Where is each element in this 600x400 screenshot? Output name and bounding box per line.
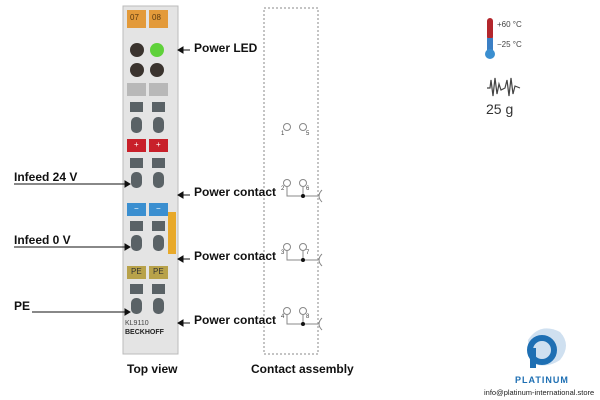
logo-name: PLATINUM [515,375,569,385]
temp-min: −25 °C [497,40,522,49]
platinum-logo [527,328,566,368]
vibration-value: 25 g [486,101,514,117]
contact-assembly-diagram [263,7,323,355]
brand-label: BECKHOFF [125,329,164,336]
pe-terminal-label: PE [153,267,164,276]
infeed-0v-label: Infeed 0 V [14,233,71,247]
plus-label: + [134,140,139,149]
terminal-number: 5 [306,131,310,137]
terminal-number: 4 [281,314,285,320]
model-label: KL9110 [125,320,149,327]
logo-email: info@platinum-international.store [484,388,595,397]
power-contact-circuit-3 [283,307,323,331]
vibration-icon [487,77,521,97]
pe-terminal-label: PE [131,267,142,276]
top-view-caption: Top view [127,362,178,376]
arrows [14,46,190,327]
plus-label: + [156,140,161,149]
power-led-indicator [150,43,164,57]
terminal-number: 6 [306,186,310,192]
pe-label: PE [14,299,31,313]
channel-label: 08 [152,13,161,22]
terminal-number: 1 [281,131,285,137]
contact-assembly-caption: Contact assembly [251,362,354,376]
minus-label: − [156,204,161,213]
terminal-number: 3 [281,250,285,256]
thermometer-icon [485,18,495,59]
power-contact-circuit-1 [283,179,323,203]
minus-label: − [134,204,139,213]
power-contact-circuit-2 [283,243,323,267]
power-contact-label: Power contact [194,313,277,327]
power-contact-label: Power contact [194,249,277,263]
terminal-number: 7 [306,250,310,256]
power-contact-label: Power contact [194,185,277,199]
terminal-module [122,5,179,355]
infeed-24v-label: Infeed 24 V [14,170,78,184]
power-led-label: Power LED [194,41,258,55]
temp-max: +60 °C [497,20,522,29]
terminal-number: 8 [306,314,310,320]
channel-label: 07 [130,13,139,22]
terminal-number: 2 [281,186,285,192]
